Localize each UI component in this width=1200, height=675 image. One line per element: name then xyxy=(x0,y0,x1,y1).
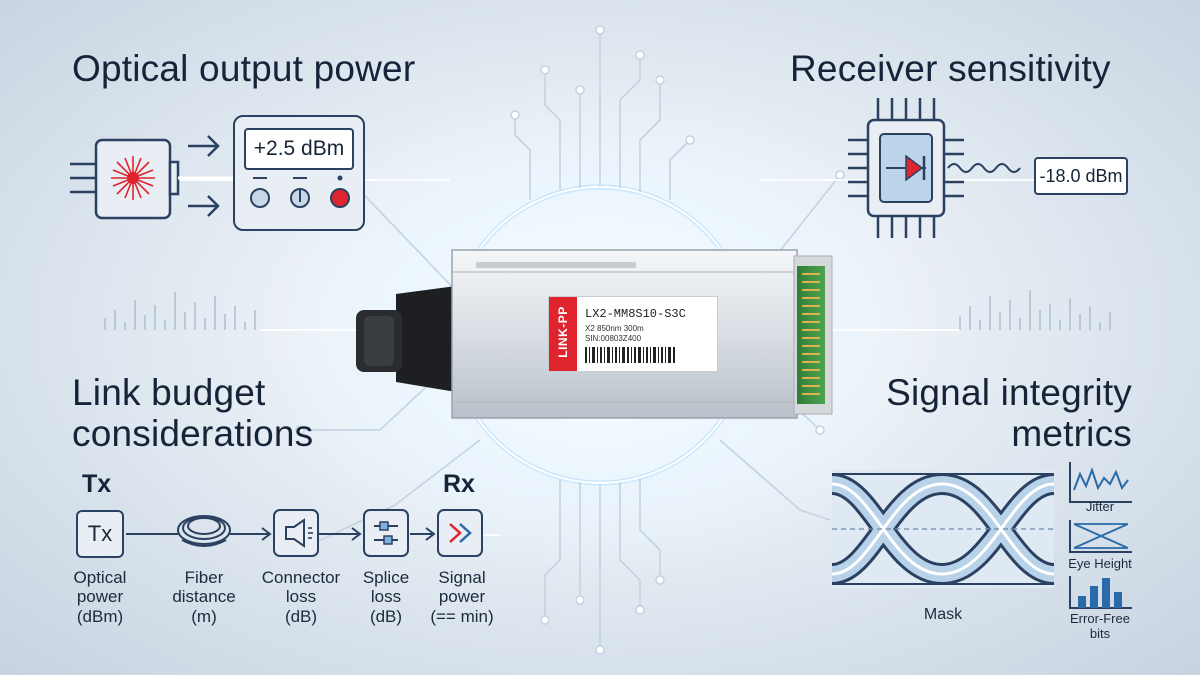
jitter-label: Jitter xyxy=(1085,499,1115,514)
link-chain-diagram xyxy=(126,509,483,557)
link-budget-heading: Link budget considerations xyxy=(72,372,313,455)
rx-label: Rx xyxy=(443,470,475,498)
link-budget-heading-line2: considerations xyxy=(72,413,314,455)
meter-knob-left xyxy=(250,188,270,208)
brand-logo: LINK-PP xyxy=(556,306,570,358)
jitter-icon xyxy=(1069,462,1132,503)
error-free-bits-icon xyxy=(1069,576,1132,609)
module-serial: SIN:00803Z400 xyxy=(585,334,642,343)
optical-output-readout: +2.5 dBm xyxy=(244,128,354,170)
signal-integrity-heading-line1: Signal integrity xyxy=(886,372,1132,413)
eye-height-label: Eye Height xyxy=(1068,556,1132,571)
signal-integrity-heading: Signal integrity metrics xyxy=(868,372,1132,455)
part-number: LX2-MM8S10-S3C xyxy=(585,307,686,321)
meter-knob-red xyxy=(330,188,350,208)
connector-loss-icon xyxy=(273,509,319,557)
receiver-sensitivity-readout: -18.0 dBm xyxy=(1034,157,1128,195)
eye-diagram xyxy=(832,470,1054,588)
optical-output-heading: Optical output power xyxy=(72,48,416,89)
module-spec: X2 850nm 300m xyxy=(585,324,644,333)
receiver-sensitivity-heading: Receiver sensitivity xyxy=(790,48,1111,89)
laser-source-icon xyxy=(70,135,245,220)
eye-height-icon xyxy=(1069,520,1132,553)
mask-label: Mask xyxy=(923,606,963,623)
signal-power-icon xyxy=(437,509,483,557)
meter-controls xyxy=(250,175,350,208)
tx-box: Tx xyxy=(76,510,124,558)
module-label: LINK-PP LX2-MM8S10-S3C X2 850nm 300m SIN… xyxy=(548,296,718,372)
signal-integrity-heading-line2: metrics xyxy=(1011,413,1132,455)
link-budget-heading-line1: Link budget xyxy=(72,372,266,413)
barcode-icon xyxy=(585,347,675,363)
photodiode-chip-icon xyxy=(848,98,1021,238)
brand-stripe: LINK-PP xyxy=(549,297,577,371)
tx-label: Tx xyxy=(82,470,112,498)
splice-loss-icon xyxy=(363,509,409,557)
